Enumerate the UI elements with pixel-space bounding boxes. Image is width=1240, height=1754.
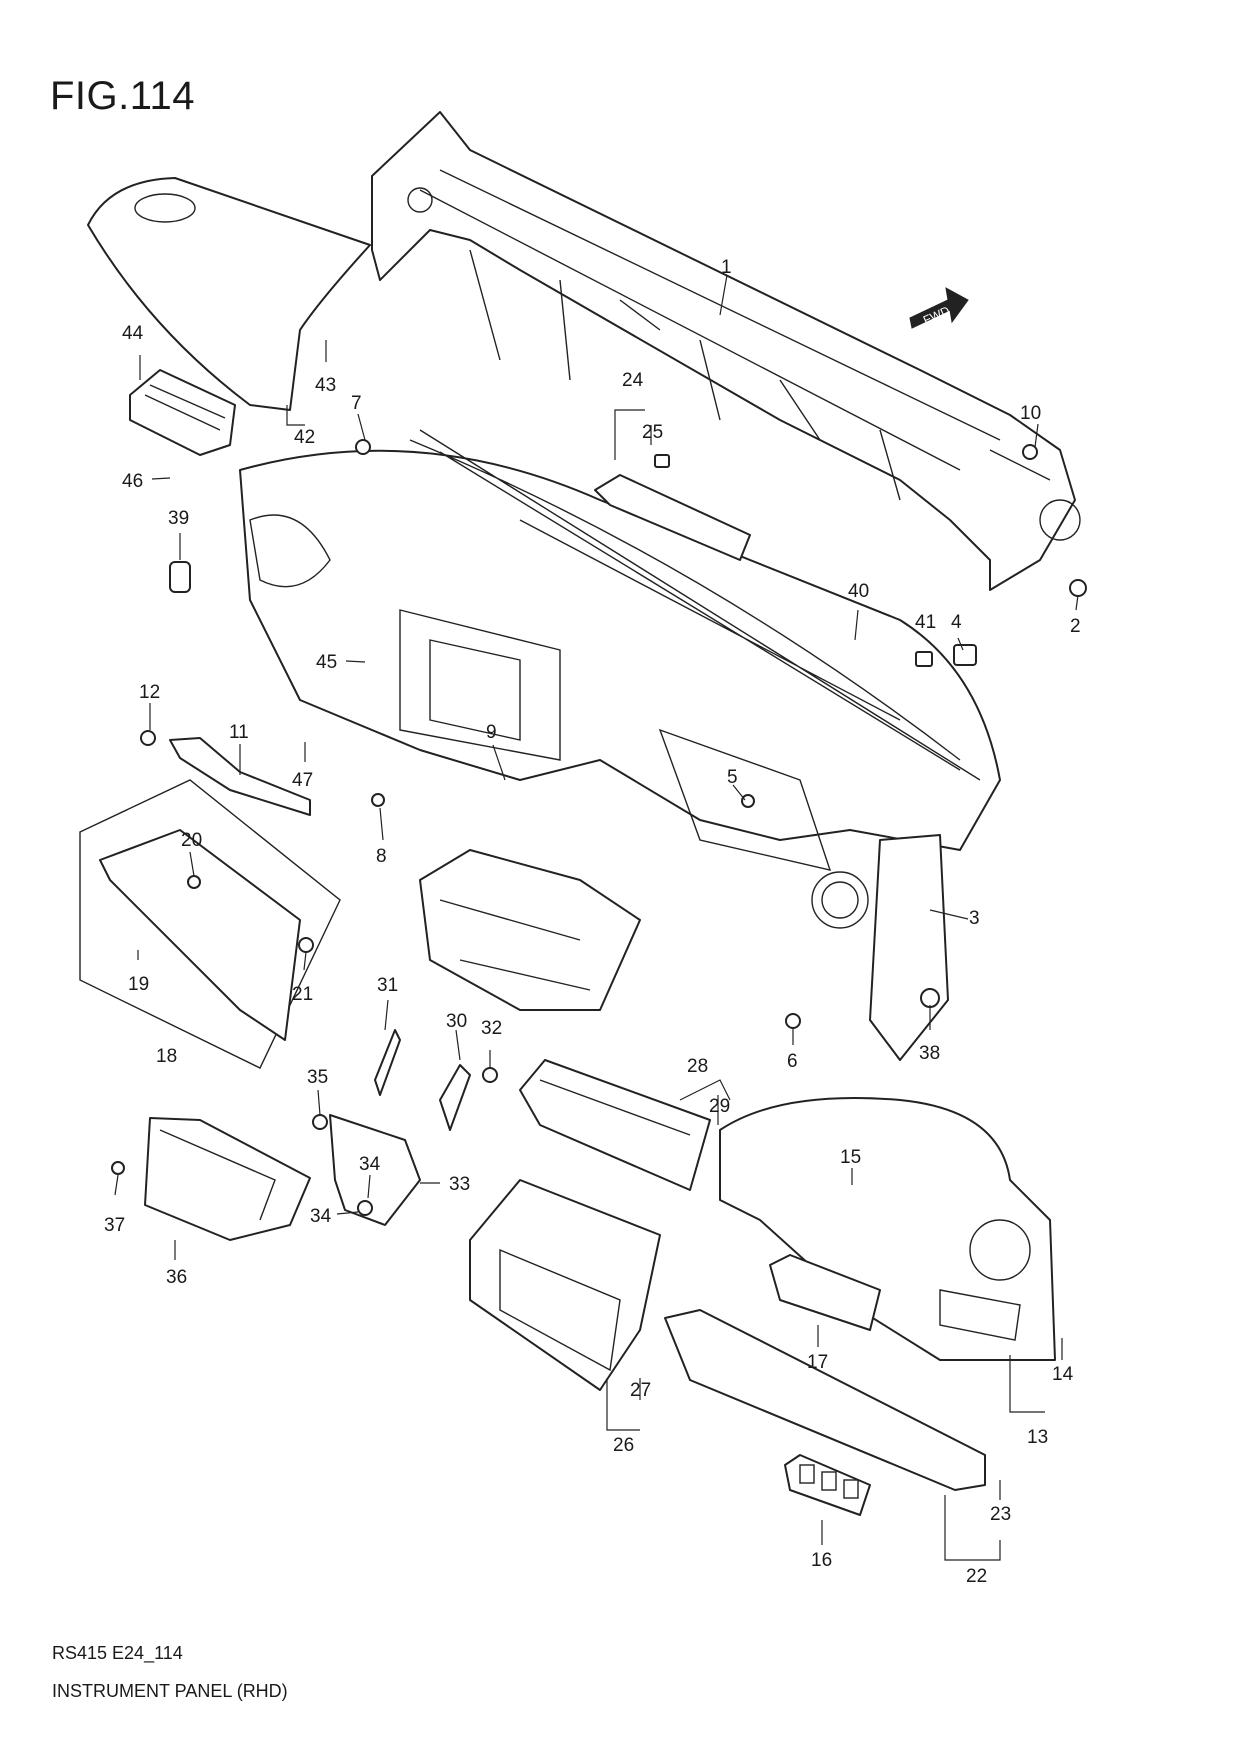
- part-tray-36: [144, 1117, 311, 1241]
- callout-10: 10: [1020, 403, 1041, 424]
- callout-13: 13: [1027, 1427, 1048, 1448]
- callout-34b: 34: [310, 1206, 332, 1227]
- part-bracket-11: [169, 737, 311, 816]
- part-side-panel-right: [869, 834, 949, 1061]
- callout-11: 11: [229, 722, 249, 743]
- callout-20: 20: [181, 830, 202, 851]
- callout-36: 36: [166, 1267, 187, 1288]
- part-instrument-panel-body: [239, 429, 1001, 929]
- callout-22: 22: [966, 1566, 987, 1587]
- callout-2: 2: [1070, 616, 1081, 637]
- callout-4: 4: [951, 612, 962, 633]
- part-airbag-module: [129, 369, 236, 456]
- callout-40: 40: [848, 581, 869, 602]
- part-lower-cover-22: [664, 1309, 986, 1491]
- callout-15: 15: [840, 1147, 861, 1168]
- callout-39: 39: [168, 508, 189, 529]
- part-center-vent-28: [519, 1059, 711, 1191]
- callout-29: 29: [709, 1096, 730, 1117]
- callout-1: 1: [721, 257, 732, 278]
- callout-34: 34: [359, 1154, 381, 1175]
- figure-title: FIG.114: [50, 74, 196, 118]
- part-center-lower-brace: [419, 849, 641, 1011]
- part-dash-pad-left: [87, 177, 371, 411]
- footer-code: RS415 E24_114: [52, 1643, 183, 1663]
- callout-7: 7: [351, 393, 362, 414]
- part-brackets-31-33: [329, 1029, 471, 1226]
- callout-21: 21: [292, 984, 313, 1005]
- leader-lines: [114, 274, 1079, 1561]
- callout-33: 33: [449, 1174, 470, 1195]
- callout-23: 23: [990, 1504, 1011, 1525]
- callout-6: 6: [787, 1051, 798, 1072]
- callout-14: 14: [1052, 1364, 1074, 1385]
- callout-38: 38: [919, 1043, 940, 1064]
- callout-37: 37: [104, 1215, 125, 1236]
- callout-31: 31: [377, 975, 398, 996]
- fwd-label: FWD: [921, 303, 952, 327]
- fwd-arrow-icon: FWD: [909, 287, 969, 329]
- callout-47: 47: [292, 770, 313, 791]
- callout-9: 9: [486, 722, 497, 743]
- callout-32: 32: [481, 1018, 502, 1039]
- part-switch-plate-16: [784, 1454, 871, 1516]
- callout-26: 26: [613, 1435, 634, 1456]
- callout-8: 8: [376, 846, 387, 867]
- callout-5: 5: [727, 767, 738, 788]
- footer-name: INSTRUMENT PANEL (RHD): [52, 1681, 288, 1701]
- callout-43: 43: [315, 375, 336, 396]
- callout-3: 3: [969, 908, 980, 929]
- callout-35: 35: [307, 1067, 328, 1088]
- callout-25: 25: [642, 422, 663, 443]
- part-glove-box-frame: [79, 779, 341, 1069]
- callout-16: 16: [811, 1550, 832, 1571]
- callout-27: 27: [630, 1380, 651, 1401]
- callout-46: 46: [122, 471, 143, 492]
- callout-30: 30: [446, 1011, 467, 1032]
- callout-18: 18: [156, 1046, 177, 1067]
- callout-28: 28: [687, 1056, 708, 1077]
- callout-12: 12: [139, 682, 160, 703]
- part-meter-hood-13: [719, 1097, 1056, 1361]
- part-center-bezel-26: [469, 1179, 661, 1391]
- callout-24: 24: [622, 370, 644, 391]
- part-steering-support-member: [371, 111, 1081, 591]
- callout-45: 45: [316, 652, 337, 673]
- part-panel-17: [769, 1254, 881, 1331]
- callout-41: 41: [915, 612, 936, 633]
- fasteners: [111, 439, 1087, 1216]
- part-center-vent-upper: [594, 474, 751, 561]
- callout-42: 42: [294, 427, 315, 448]
- callout-44: 44: [122, 323, 144, 344]
- callout-labels: 1 2 3 4 5 6 7 8 9 10 11 12 13 14 15 16 1…: [104, 257, 1081, 1587]
- callout-17: 17: [807, 1352, 828, 1373]
- callout-19: 19: [128, 974, 149, 995]
